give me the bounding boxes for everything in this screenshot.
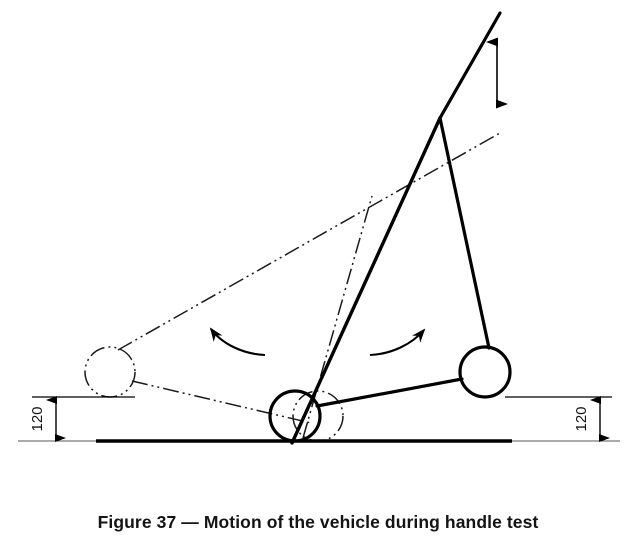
left-dimension-label: 120 (29, 406, 46, 431)
handle-upper-line (438, 11, 502, 120)
motion-arrows-group (209, 37, 508, 357)
handle-front-strut-line (290, 116, 442, 445)
figure-caption: Figure 37 — Motion of the vehicle during… (97, 512, 539, 532)
phantom-left-wheel-icon (84, 346, 136, 398)
left-height-dimension: 120 (29, 396, 135, 442)
lower-frame-line (315, 377, 464, 408)
right-dimension-label: 120 (573, 406, 590, 431)
left-rotation-arrow (209, 327, 266, 357)
current-vehicle-position (268, 11, 512, 445)
phantom-center-wheel-icon (292, 390, 344, 442)
phantom-vehicle-position (84, 132, 501, 442)
phantom-handle-line (117, 132, 501, 351)
right-wheel-icon (458, 345, 512, 399)
right-rotation-arrow (369, 328, 426, 357)
vehicle-handle-test-diagram: 120 120 (18, 11, 620, 445)
handle-rear-strut-line (438, 116, 491, 350)
phantom-lower-frame-line (131, 380, 312, 424)
right-height-dimension: 120 (505, 396, 612, 442)
